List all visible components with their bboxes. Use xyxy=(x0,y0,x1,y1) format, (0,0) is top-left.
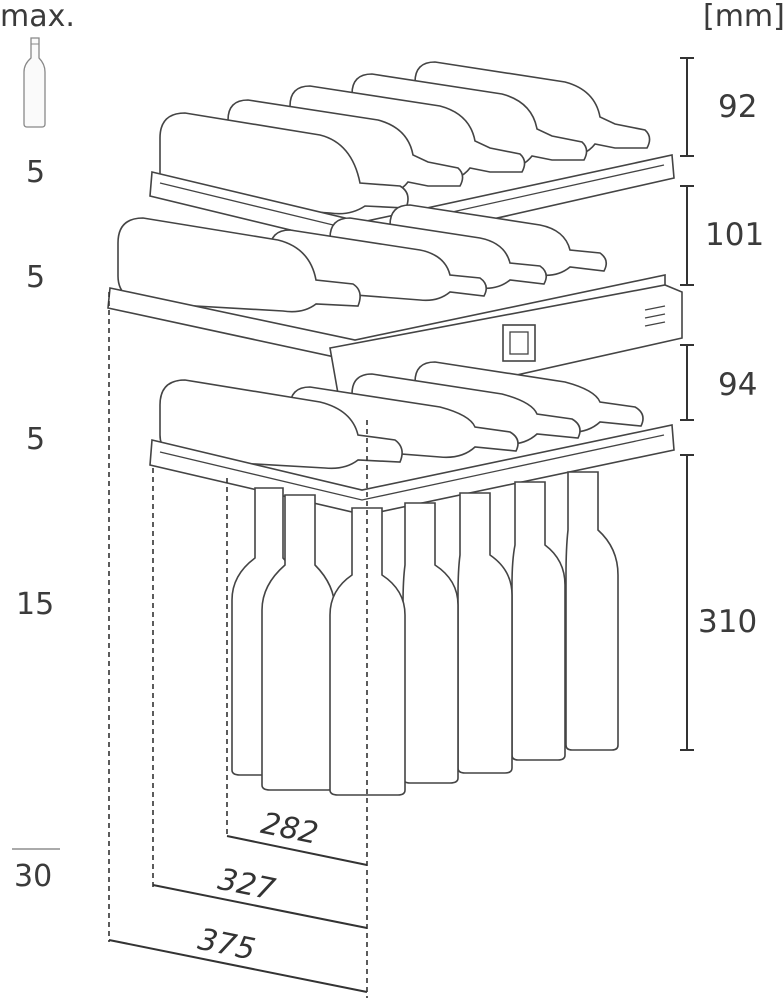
standing-bottles xyxy=(231,471,619,796)
count-total: 30 xyxy=(14,859,53,894)
lower-shelf-bottles xyxy=(159,361,644,470)
max-label: max. xyxy=(0,0,75,34)
height-dimension-lines xyxy=(680,57,694,751)
height-101: 101 xyxy=(705,217,765,253)
count-lower-shelf: 5 xyxy=(26,422,46,457)
middle-shelf-bottles xyxy=(117,204,608,313)
unit-label: [mm] xyxy=(703,0,784,34)
height-92: 92 xyxy=(718,89,758,125)
bottle-icon xyxy=(23,37,46,128)
depth-dimension-lines xyxy=(108,292,368,998)
height-310: 310 xyxy=(698,604,758,640)
count-top-shelf: 5 xyxy=(26,155,46,190)
count-standing: 15 xyxy=(16,587,55,622)
count-middle-shelf: 5 xyxy=(26,260,46,295)
height-94: 94 xyxy=(718,367,758,403)
